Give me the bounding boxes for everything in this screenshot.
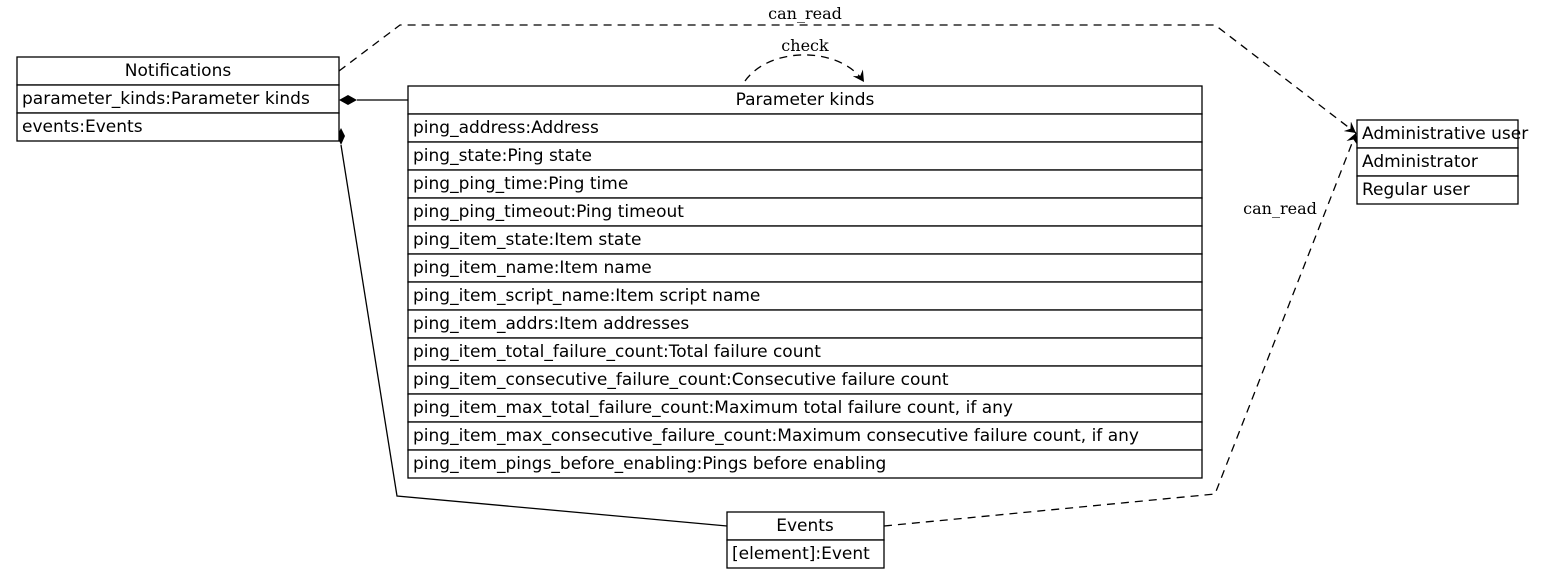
composition-edge-events: [340, 144, 728, 527]
field-row: [726, 539, 885, 569]
subtype-text: Regular user: [1362, 180, 1470, 200]
field-list: ping_address:Address ping_state:Ping sta…: [407, 113, 1203, 479]
entity-title: Administrative user: [1362, 124, 1528, 144]
field-row: [16, 84, 340, 114]
field-row: [407, 449, 1203, 479]
subtype-row: [1356, 147, 1519, 177]
field-text: ping_address:Address: [413, 118, 599, 138]
field-row: [407, 365, 1203, 395]
check-label: check: [781, 36, 829, 55]
entity-notifications[interactable]: Notifications parameter_kinds:Parameter …: [16, 56, 340, 142]
composition-diamond-parameter-kinds: [339, 95, 357, 105]
can-read-edge-notifications: [338, 24, 1357, 134]
field-row: [407, 253, 1203, 283]
field-row: [407, 225, 1203, 255]
field-text: ping_item_addrs:Item addresses: [413, 314, 689, 334]
field-text: [element]:Event: [732, 544, 870, 564]
subtype-text: Administrator: [1362, 152, 1478, 172]
subtype-row: [1356, 175, 1519, 205]
field-row: [407, 141, 1203, 171]
field-text: ping_item_max_consecutive_failure_count:…: [413, 426, 1139, 446]
entity-title: Events: [776, 516, 834, 536]
edges: can_read check can_read: [337, 4, 1358, 527]
check-edge: [744, 54, 865, 83]
entity-title: Notifications: [125, 61, 232, 81]
entity-title: Parameter kinds: [736, 90, 875, 110]
entity-parameter-kinds[interactable]: Parameter kinds ping_address:Address pin…: [407, 85, 1203, 479]
entity-administrative-user[interactable]: Administrative user Administrator Regula…: [1356, 119, 1528, 205]
entity-header: [16, 56, 340, 86]
field-text: ping_ping_time:Ping time: [413, 174, 628, 194]
field-text: ping_item_total_failure_count:Total fail…: [413, 342, 821, 362]
field-text: ping_item_consecutive_failure_count:Cons…: [413, 370, 949, 390]
field-text: ping_item_max_total_failure_count:Maximu…: [413, 398, 1013, 418]
entity-header: [407, 85, 1203, 115]
field-text: parameter_kinds:Parameter kinds: [22, 89, 310, 109]
can-read-label-top: can_read: [768, 4, 842, 23]
field-row: [407, 393, 1203, 423]
entity-header: [1356, 119, 1519, 149]
field-row: [407, 113, 1203, 143]
field-row: [407, 309, 1203, 339]
can-read-edge-events: [883, 132, 1358, 527]
field-text: ping_item_pings_before_enabling:Pings be…: [413, 454, 886, 474]
field-row: [16, 112, 340, 142]
field-text: ping_ping_timeout:Ping timeout: [413, 202, 684, 222]
field-row: [407, 197, 1203, 227]
field-row: [407, 337, 1203, 367]
field-text: events:Events: [22, 117, 143, 137]
can-read-label-events: can_read: [1243, 199, 1317, 218]
field-text: ping_item_state:Item state: [413, 230, 641, 250]
field-row: [407, 421, 1203, 451]
field-row: [407, 281, 1203, 311]
entity-events[interactable]: Events [element]:Event: [726, 511, 885, 569]
field-text: ping_item_name:Item name: [413, 258, 652, 278]
field-row: [407, 169, 1203, 199]
field-text: ping_item_script_name:Item script name: [413, 286, 760, 306]
field-text: ping_state:Ping state: [413, 146, 592, 166]
